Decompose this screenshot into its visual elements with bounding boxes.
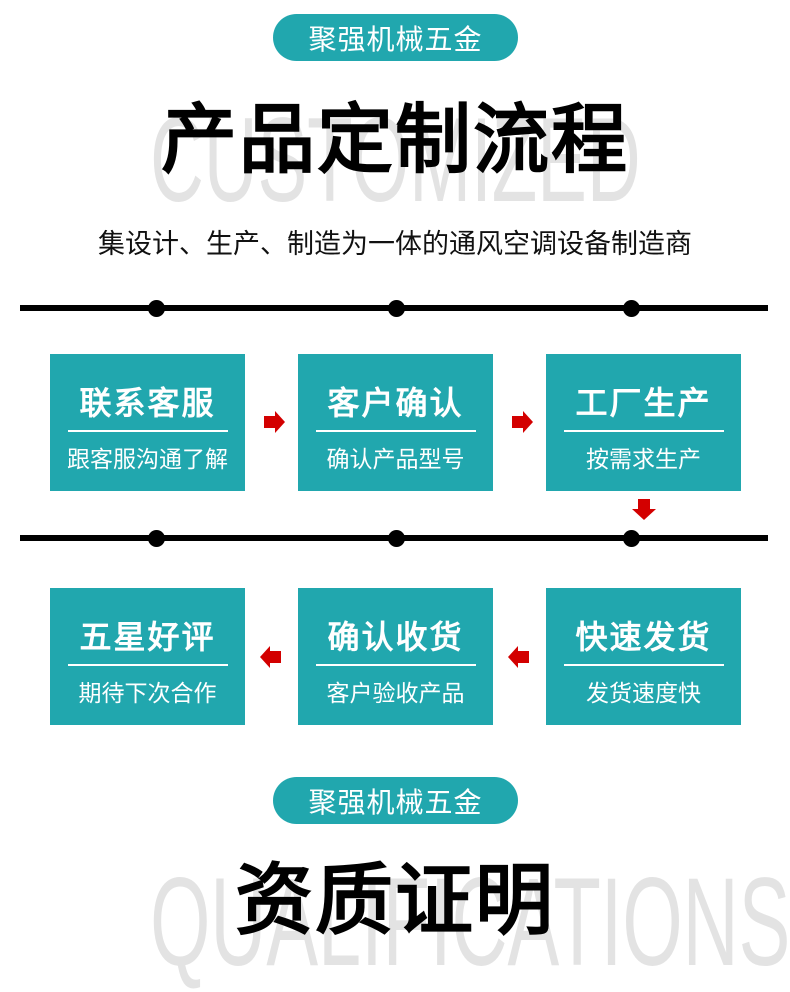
step-title: 快速发货 xyxy=(575,618,712,656)
step-factory-production: 工厂生产按需求生产 xyxy=(546,354,741,491)
divider xyxy=(563,430,724,432)
timeline-dot xyxy=(623,300,640,317)
step-title: 工厂生产 xyxy=(575,384,712,422)
divider xyxy=(315,664,476,666)
step-title: 确认收货 xyxy=(327,618,464,656)
divider xyxy=(315,430,476,432)
subtitle: 集设计、生产、制造为一体的通风空调设备制造商 xyxy=(98,229,692,260)
timeline-dot xyxy=(388,530,405,547)
divider xyxy=(563,664,724,666)
step-desc: 跟客服沟通了解 xyxy=(67,447,228,473)
step-contact-service: 联系客服跟客服沟通了解 xyxy=(50,354,245,491)
step-title: 客户确认 xyxy=(327,384,464,422)
step-desc: 期待下次合作 xyxy=(78,681,217,707)
step-fast-shipping: 快速发货发货速度快 xyxy=(546,588,741,725)
divider xyxy=(67,430,228,432)
step-desc: 客户验收产品 xyxy=(326,681,465,707)
step-five-star-review: 五星好评期待下次合作 xyxy=(50,588,245,725)
brand-pill-2: 聚强机械五金 xyxy=(273,777,518,824)
timeline-dot xyxy=(148,300,165,317)
brand-pill: 聚强机械五金 xyxy=(273,14,518,61)
page-title: 产品定制流程 xyxy=(161,95,629,184)
timeline-dot xyxy=(623,530,640,547)
divider xyxy=(67,664,228,666)
timeline-dot xyxy=(148,530,165,547)
step-confirm-receipt: 确认收货客户验收产品 xyxy=(298,588,493,725)
step-desc: 确认产品型号 xyxy=(326,447,465,473)
step-desc: 发货速度快 xyxy=(586,681,701,707)
step-title: 五星好评 xyxy=(79,618,216,656)
section-title-qualifications: 资质证明 xyxy=(234,856,555,946)
timeline-dot xyxy=(388,300,405,317)
step-desc: 按需求生产 xyxy=(586,447,701,473)
step-title: 联系客服 xyxy=(79,384,216,422)
watermark-customized: CUSTOMIZED xyxy=(150,93,641,227)
step-customer-confirm: 客户确认确认产品型号 xyxy=(298,354,493,491)
